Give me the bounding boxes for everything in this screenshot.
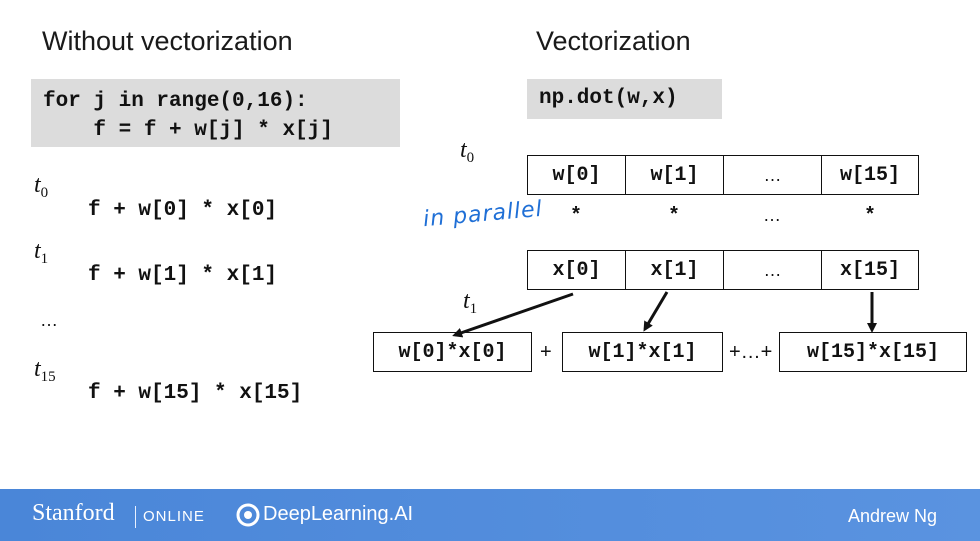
w-cell-15: w[15] [839, 163, 900, 187]
result-box-0: w[0]*x[0] [373, 332, 532, 372]
w-cell-ellipsis: … [724, 156, 822, 194]
steps-ellipsis: … [40, 310, 58, 330]
t0-label-left: t0 [34, 172, 49, 201]
result-box-15: w[15]*x[15] [779, 332, 967, 372]
x-cell-0: x[0] [528, 251, 626, 289]
w-vector-row: w[0] w[1] … w[15] [527, 155, 919, 195]
result-box-1: w[1]*x[1] [562, 332, 723, 372]
left-heading: Without vectorization [42, 26, 293, 56]
step-1-expr: f + w[1] * x[1] [88, 264, 278, 287]
multiply-star-1: * [667, 205, 680, 228]
t1-label-left: t1 [34, 238, 49, 267]
arrow-to-result-0 [452, 292, 574, 338]
deeplearning-wordmark: DeepLearning.AI [263, 503, 414, 525]
x-cell-15: x[15] [839, 258, 900, 282]
code-line-1: for j in range(0,16): [43, 90, 308, 113]
x-vector-row: x[0] x[1] … x[15] [527, 250, 919, 290]
step-0-expr: f + w[0] * x[0] [88, 199, 278, 222]
x-cell-ellipsis: … [724, 251, 822, 289]
arrow-to-result-1 [643, 291, 669, 332]
step-15-expr: f + w[15] * x[15] [88, 382, 303, 405]
plus-operator: + [540, 341, 552, 363]
loop-code-block: for j in range(0,16): f = f + w[j] * x[j… [31, 79, 400, 147]
stanford-logo: Stanford [32, 500, 115, 526]
multiply-ellipsis: … [763, 205, 781, 225]
online-label: ONLINE [143, 508, 205, 525]
w-cell-1: w[1] [626, 156, 724, 194]
t0-label-right: t0 [460, 137, 475, 166]
npdot-code-block: np.dot(w,x) [527, 79, 722, 119]
deeplearning-logo-icon [236, 503, 260, 527]
x-cell-1: x[1] [626, 251, 724, 289]
multiply-star-0: * [569, 205, 582, 228]
w-cell-0: w[0] [528, 156, 626, 194]
code-line-2: f = f + w[j] * x[j] [43, 119, 333, 142]
multiply-row: * * … * [527, 205, 919, 228]
multiply-star-15: * [863, 205, 876, 228]
t15-label-left: t15 [34, 356, 56, 385]
plus-ellipsis-plus-operator: +…+ [729, 341, 773, 363]
author-name: Andrew Ng [848, 506, 938, 526]
right-heading: Vectorization [536, 26, 691, 56]
footer-bar: Stanford ONLINE DeepLearning.AI Andrew N… [0, 489, 980, 541]
logo-divider [135, 506, 136, 528]
t1-label-right: t1 [463, 288, 478, 317]
